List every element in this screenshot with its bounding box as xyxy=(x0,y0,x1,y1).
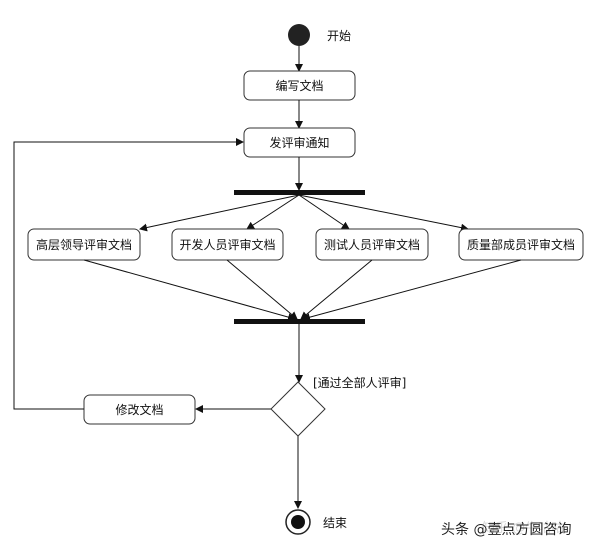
node-write-doc-label: 编写文档 xyxy=(275,78,323,93)
edge-leaders-to-join xyxy=(83,259,296,321)
fork-bar xyxy=(234,190,365,195)
end-node-inner xyxy=(291,515,305,529)
node-send-notice-label: 发评审通知 xyxy=(269,135,329,150)
watermark-text: 头条 @壹点方圆咨询 xyxy=(441,521,571,538)
guard-label: [通过全部人评审] xyxy=(313,375,406,390)
node-review-devs-label: 开发人员评审文档 xyxy=(179,237,275,252)
edge-fork-to-testers xyxy=(298,194,350,230)
start-label: 开始 xyxy=(327,29,351,43)
node-review-qa-label: 质量部成员评审文档 xyxy=(467,237,575,252)
start-node xyxy=(288,24,310,46)
edge-fork-to-qa xyxy=(298,194,469,232)
node-review-testers-label: 测试人员评审文档 xyxy=(324,237,420,252)
edge-testers-to-join xyxy=(300,259,373,320)
edge-fork-to-devs xyxy=(246,194,300,230)
node-review-leaders-label: 高层领导评审文档 xyxy=(36,237,132,252)
edge-modify-loop-to-notice xyxy=(13,138,244,410)
edge-devs-to-join xyxy=(226,259,298,320)
node-modify-doc-label: 修改文档 xyxy=(115,402,163,417)
decision-node xyxy=(270,381,326,437)
edge-fork-to-leaders xyxy=(139,194,300,232)
end-label: 结束 xyxy=(323,516,347,530)
watermark-faint: 知乎 @牛咕咕 xyxy=(482,520,564,536)
edge-qa-to-join xyxy=(302,259,522,322)
join-bar xyxy=(234,319,365,324)
